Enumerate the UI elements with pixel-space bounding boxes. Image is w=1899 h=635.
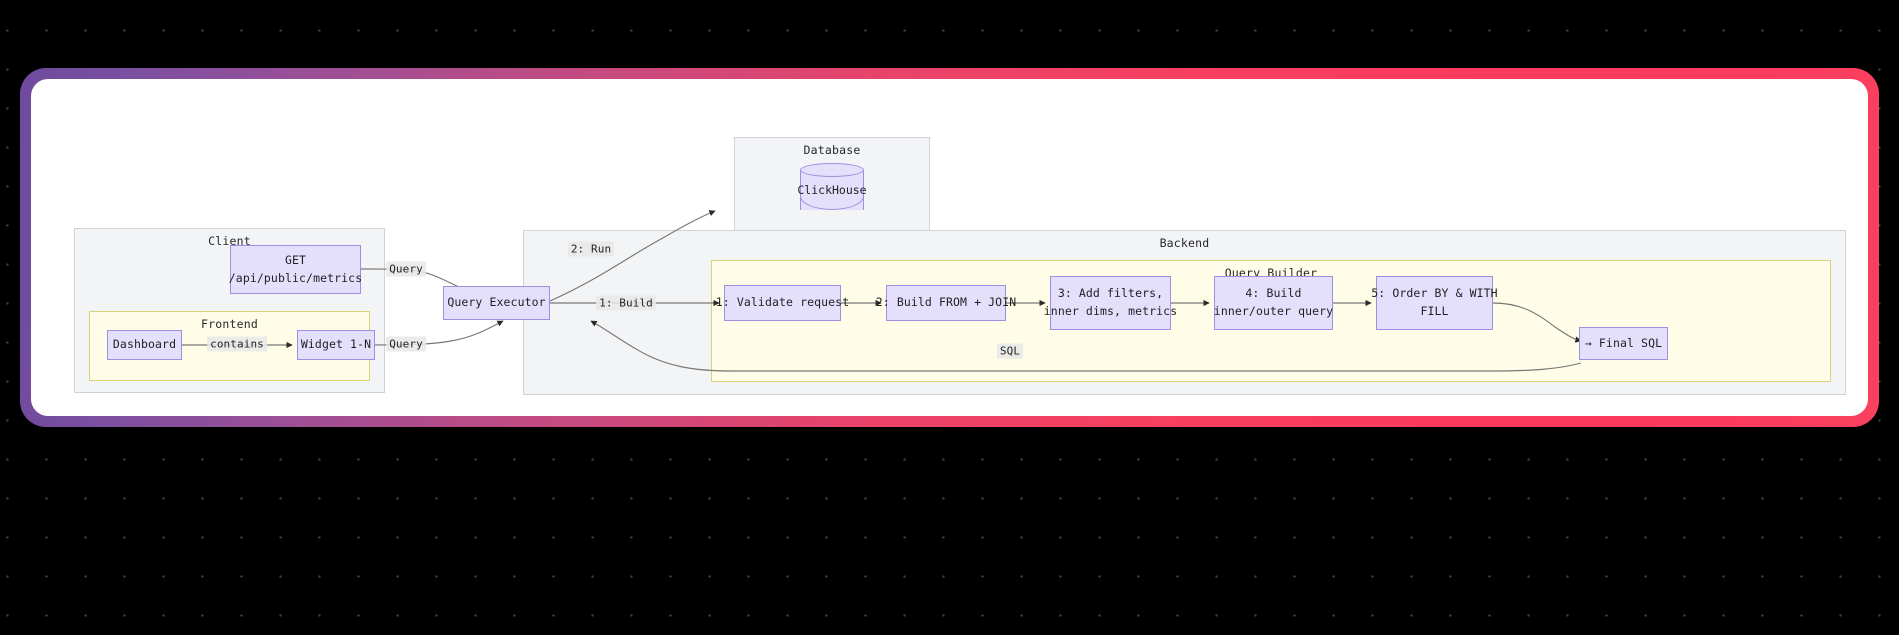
node-step-5-line-0: 5: Order BY & WITH [1371, 286, 1498, 301]
node-widget-label: Widget 1-N [300, 337, 372, 352]
node-widget[interactable]: Widget 1-N [297, 330, 375, 360]
node-step-3-line-1: inner dims, metrics [1043, 304, 1178, 318]
node-step-3-line-0: 3: Add filters, [1057, 286, 1164, 301]
group-client-title: Client [208, 234, 251, 248]
group-database-title: Database [803, 143, 861, 157]
node-step-4-line-1: inner/outer query [1213, 304, 1334, 318]
node-step-5[interactable]: 5: Order BY & WITH FILL [1371, 276, 1498, 330]
node-query-executor[interactable]: Query Executor [443, 286, 550, 320]
node-get-metrics-line-1: /api/public/metrics [228, 270, 363, 285]
node-clickhouse[interactable]: ClickHouse [797, 163, 867, 216]
node-step-1-label: 1: Validate request [715, 295, 850, 310]
node-step-4[interactable]: 4: Build inner/outer query [1214, 276, 1333, 330]
node-step-2[interactable]: 2: Build FROM + JOIN [876, 285, 1016, 321]
cylinder-top [800, 163, 864, 177]
edge-label-query-bottom: Query [386, 336, 426, 352]
node-final-sql-label: → Final SQL [1584, 335, 1663, 350]
edge-label-contains: contains [207, 336, 267, 352]
group-backend-title: Backend [1159, 236, 1210, 250]
edge-label-sql: SQL [996, 343, 1024, 359]
node-step-3[interactable]: 3: Add filters, inner dims, metrics [1044, 276, 1177, 330]
node-step-4-line-0: 4: Build [1245, 286, 1302, 301]
node-step-2-label: 2: Build FROM + JOIN [875, 295, 1017, 310]
group-database: Database [734, 137, 930, 231]
group-frontend-title: Frontend [201, 317, 258, 331]
node-clickhouse-label: ClickHouse [797, 182, 867, 197]
node-dashboard-label: Dashboard [112, 337, 177, 352]
node-step-5-line-1: FILL [1420, 304, 1449, 318]
edge-label-run: 2: Run [567, 241, 615, 257]
node-dashboard[interactable]: Dashboard [107, 330, 182, 360]
node-query-executor-label: Query Executor [447, 295, 546, 310]
edge-label-build: 1: Build [596, 295, 656, 311]
node-get-metrics[interactable]: GET /api/public/metrics [228, 245, 363, 294]
gradient-frame: Database Client Frontend Backend Query B… [20, 68, 1879, 427]
diagram-canvas: Database Client Frontend Backend Query B… [31, 79, 1868, 416]
edge-label-query-top: Query [386, 261, 426, 277]
node-step-1[interactable]: 1: Validate request [716, 285, 849, 321]
node-get-metrics-line-0: GET [284, 252, 307, 267]
node-final-sql[interactable]: → Final SQL [1579, 327, 1668, 360]
